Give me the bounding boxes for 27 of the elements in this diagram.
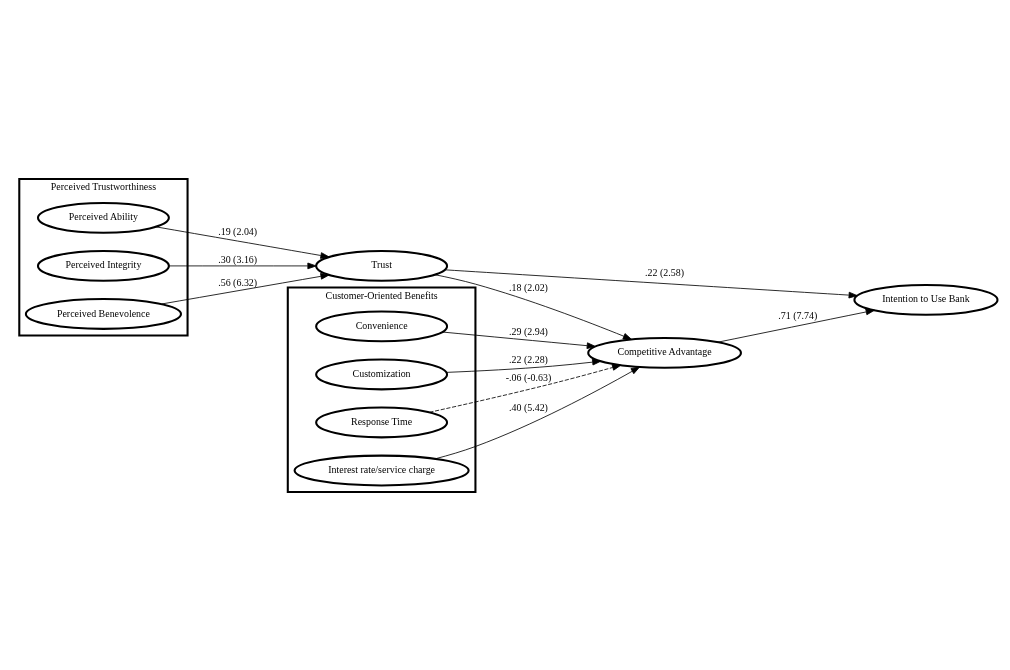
arrow	[434, 366, 640, 459]
edge-label: .19 (2.04)	[218, 225, 258, 237]
arrow	[434, 273, 632, 340]
edge-label: .71 (7.74)	[778, 309, 818, 321]
edge-label: -.06 (-0.63)	[505, 371, 552, 383]
arrow	[429, 363, 622, 413]
edge-label: .29 (2.94)	[508, 325, 548, 337]
arrow	[446, 358, 602, 373]
node-ellipse: Perceived Ability	[36, 201, 170, 234]
edge-label: .56 (6.32)	[218, 276, 258, 288]
node-ellipse: Customization	[315, 358, 449, 390]
node-ellipse: Interest rate/service charge	[293, 454, 470, 486]
arrow	[442, 331, 596, 349]
arrow	[444, 268, 858, 298]
arrow	[168, 262, 317, 269]
node-ellipse: Response Time	[315, 406, 449, 438]
arrow	[161, 272, 330, 304]
edge-label: .30 (3.16)	[218, 253, 258, 265]
edge-label: .22 (2.58)	[645, 266, 685, 278]
node-ellipse: Convenience	[315, 309, 449, 342]
arrow	[717, 308, 875, 343]
edge-label: .22 (2.28)	[508, 353, 548, 365]
node-ellipse: Perceived Integrity	[36, 249, 170, 282]
edge-label: .18 (2.02)	[508, 281, 548, 293]
arrow	[155, 225, 330, 259]
node-ellipse: Perceived Benevolence	[24, 297, 183, 330]
edge-label: .40 (5.42)	[508, 401, 548, 413]
